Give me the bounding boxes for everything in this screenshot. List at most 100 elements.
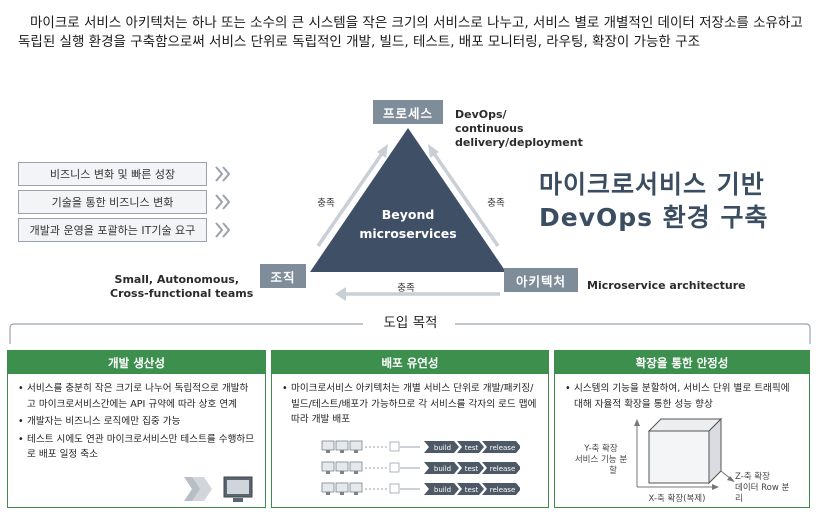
monitor-stand: [340, 450, 344, 453]
pipeline-step-chevron: [482, 483, 520, 495]
driver-box-business-growth: 비즈니스 변화 및 빠른 성장: [18, 162, 207, 186]
node-process-label: 프로세스: [382, 105, 433, 121]
node-architecture: 아키텍처: [504, 268, 578, 292]
pipeline-step-label: build: [434, 444, 451, 452]
monitor-stand: [326, 450, 330, 453]
triangle-shape: [310, 128, 506, 272]
pipeline-step-label: release: [490, 465, 516, 473]
pipeline-step-label: release: [490, 486, 516, 494]
monitor-stand: [340, 492, 344, 495]
monitor-icon: [335, 461, 349, 472]
panel-title: 확장을 통한 안정성: [555, 351, 809, 374]
caption-process: DevOps/ continuous delivery/deployment: [455, 108, 583, 150]
bullet-item: 시스템의 기능을 분할하여, 서비스 단위 별로 트래픽에 대해 자율적 확장을…: [565, 381, 801, 412]
purpose-bracket: [9, 323, 811, 344]
monitor-stand: [354, 492, 358, 495]
headline: 마이크로서비스 기반 DevOps 환경 구축: [539, 168, 768, 234]
center-label-2: microservices: [359, 226, 456, 241]
caption-architecture: Microservice architecture: [587, 279, 746, 292]
pipeline-step-label: build: [434, 465, 451, 473]
panel-dev-productivity: 개발 생산성 서비스를 충분히 작은 크기로 나누어 독립적으로 개발하고 마이…: [7, 350, 266, 508]
intro-paragraph: 마이크로 서비스 아키텍처는 하나 또는 소수의 큰 시스템을 작은 크기의 서…: [18, 15, 803, 50]
center-label-1: Beyond: [382, 207, 435, 222]
monitor-stand: [326, 471, 330, 474]
arrowhead-left: [377, 144, 388, 158]
monitor-stand: [354, 450, 358, 453]
axis-z-label-3: 리: [735, 494, 743, 504]
pipeline-step-chevron: [424, 462, 459, 474]
panel-title: 배포 유연성: [272, 351, 548, 374]
panel-scaling-stability: 확장을 통한 안정성 시스템의 기능을 분할하여, 서비스 단위 별로 트래픽에…: [554, 350, 810, 508]
axis-z-label-1: Z-축 확장: [735, 471, 770, 482]
pipeline-step-chevron: [424, 483, 459, 495]
pipeline-step-label: test: [465, 486, 479, 494]
edge-label-bottom: 충족: [397, 283, 415, 294]
pipeline-step-label: test: [465, 465, 479, 473]
bullet-list: 시스템의 기능을 분할하여, 서비스 단위 별로 트래픽에 대해 자율적 확장을…: [555, 374, 809, 412]
axis-y-label-1: Y-축 확장: [583, 443, 618, 454]
bullet-item: 서비스를 충분히 작은 크기로 나누어 독립적으로 개발하고 마이크로서비스간에…: [18, 381, 257, 412]
node-organization-label: 조직: [270, 269, 296, 285]
edge-label-left: 충족: [317, 198, 335, 209]
monitor-stand: [340, 471, 344, 474]
caption-line: DevOps/: [455, 108, 507, 121]
pipeline-step-chevron: [457, 483, 484, 495]
driver-box-tech-change: 기술을 통한 비즈니스 변화: [18, 190, 207, 214]
pipeline-step-chevron: [424, 441, 459, 453]
scale-cube-diagram: Y-축 확장 서비스 기능 분 할 X-축 확장(복제) Z-축 확장 데이터 …: [575, 417, 790, 504]
monitor-stand: [354, 471, 358, 474]
headline-line-2: DevOps 환경 구축: [539, 203, 769, 232]
monitor-icon: [321, 461, 335, 472]
edge-label-right: 충족: [487, 198, 505, 209]
package-icon: [389, 441, 400, 452]
panel-deploy-flexibility: 배포 유연성 마이크로서비스 아키텍처는 개별 서비스 단위로 개발/패키징/빌…: [271, 350, 549, 508]
caption-line: Small, Autonomous,: [114, 273, 239, 286]
bullet-list: 서비스를 충분히 작은 크기로 나누어 독립적으로 개발하고 마이크로서비스간에…: [8, 374, 265, 463]
pipeline-step-chevron: [482, 441, 520, 453]
bullet-item: 개발자는 비즈니스 로직에만 집중 가능: [18, 414, 257, 430]
caption-organization: Small, Autonomous, Cross-functional team…: [110, 273, 254, 301]
bullet-item: 테스트 시에도 연관 마이크로서비스만 테스트를 수행하므로 배포 일정 축소: [18, 432, 257, 463]
caption-line: delivery/deployment: [455, 136, 583, 149]
package-icon: [389, 483, 400, 494]
caption-line: continuous: [455, 122, 524, 135]
node-architecture-label: 아키텍처: [515, 273, 566, 289]
node-process: 프로세스: [373, 100, 443, 124]
driver-label: 개발과 운영을 포괄하는 IT기술 요구: [29, 224, 196, 237]
edge-arrow-left: [316, 151, 385, 247]
node-organization: 조직: [260, 264, 306, 288]
pipeline-step-label: release: [490, 444, 516, 452]
panel-title: 개발 생산성: [8, 351, 265, 374]
driver-label: 비즈니스 변화 및 빠른 성장: [49, 168, 176, 181]
bullet-list: 마이크로서비스 아키텍처는 개별 서비스 단위로 개발/패키징/빌드/테스트/배…: [272, 374, 548, 428]
package-icon: [389, 462, 400, 473]
axis-x-label: X-축 확장(복제): [649, 493, 706, 504]
arrowhead-right: [428, 144, 439, 158]
pipeline-step-label: build: [434, 486, 451, 494]
axis-z-label-2: 데이터 Row 분: [735, 482, 790, 493]
pipeline-step-chevron: [457, 462, 484, 474]
pipeline-step-label: test: [465, 444, 479, 452]
chevron-right-icon: [215, 222, 231, 238]
monitor-icon: [335, 440, 349, 451]
monitor-icon: [335, 482, 349, 493]
bullet-item: 마이크로서비스 아키텍처는 개별 서비스 단위로 개발/패키징/빌드/테스트/배…: [282, 381, 540, 428]
monitor-icon: [349, 482, 363, 493]
monitor-stand: [326, 492, 330, 495]
edge-arrow-right: [431, 151, 500, 247]
arrowhead-bottom: [335, 287, 346, 301]
pipeline-step-chevron: [457, 441, 484, 453]
monitor-icon: [349, 440, 363, 451]
axis-y-label-3: 할: [609, 465, 617, 476]
monitor-icon: [321, 440, 335, 451]
headline-line-1: 마이크로서비스 기반: [539, 170, 765, 199]
monitor-icon: [349, 461, 363, 472]
driver-box-it-demand: 개발과 운영을 포괄하는 IT기술 요구: [18, 218, 207, 242]
chevron-right-icon: [215, 166, 231, 182]
chevron-right-icon: [215, 194, 231, 210]
code-tools-icon: [184, 476, 253, 502]
driver-label: 기술을 통한 비즈니스 변화: [51, 196, 174, 209]
caption-line: Cross-functional teams: [110, 287, 254, 300]
axis-y-label-2: 서비스 기능 분: [575, 455, 628, 465]
